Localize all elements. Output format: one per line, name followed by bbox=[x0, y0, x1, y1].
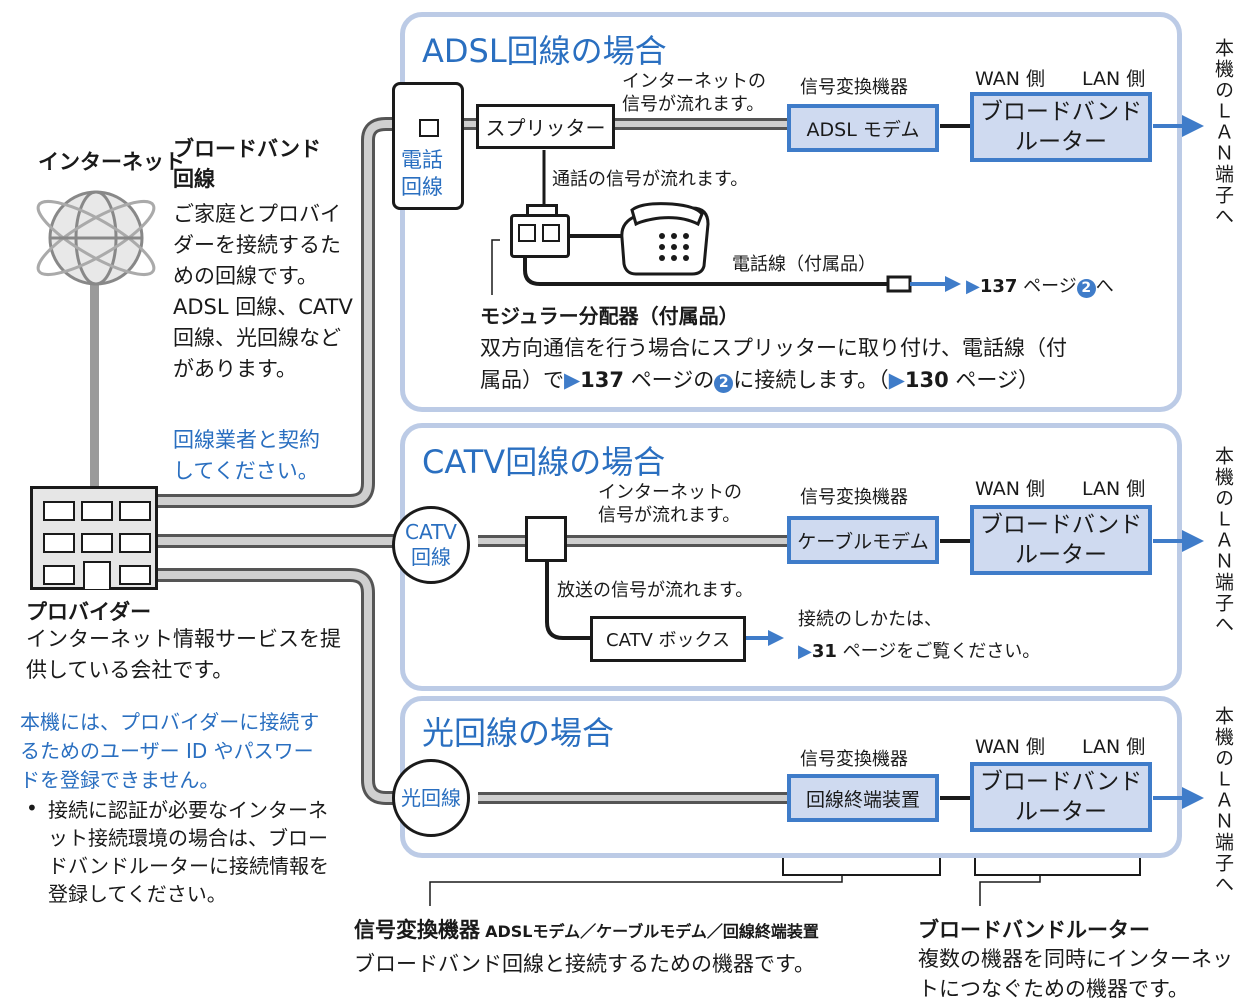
catv-converter-label: 信号変換機器 bbox=[800, 487, 908, 508]
telephone-icon bbox=[612, 200, 712, 276]
catv-wan-label: WAN 側 bbox=[975, 478, 1045, 500]
adsl-wan-label: WAN 側 bbox=[975, 68, 1045, 90]
bb-line-desc: ご家庭とプロバイダーを接続するための回線です。ADSL 回線、CATV 回線、光… bbox=[173, 202, 353, 381]
adsl-title: ADSL回線の場合 bbox=[422, 32, 667, 70]
hikari-line-label: 光回線 bbox=[401, 785, 461, 810]
cable-modem: ケーブルモデム bbox=[787, 516, 939, 564]
telephone-jack: 電話 回線 bbox=[392, 82, 464, 210]
provider-desc: インターネット情報サービスを提供している会社です。 bbox=[26, 627, 341, 682]
hikari-to-lan: 本機のＬＡＮ端子へ bbox=[1212, 706, 1234, 895]
catv-box: CATV ボックス bbox=[590, 616, 746, 662]
splitter-box: スプリッター bbox=[476, 104, 615, 149]
modular-splitter-icon bbox=[510, 204, 570, 258]
catv-title: CATV回線の場合 bbox=[422, 443, 666, 481]
adsl-internet-signal: インターネットの 信号が流れます。 bbox=[622, 71, 766, 115]
provider-title: プロバイダー bbox=[26, 600, 152, 624]
internet-globe-icon bbox=[22, 176, 170, 296]
adsl-to-lan: 本機のＬＡＮ端子へ bbox=[1212, 38, 1234, 227]
adsl-lan-label: LAN 側 bbox=[1082, 68, 1146, 90]
hikari-router: ブロードバンド ルーター bbox=[970, 762, 1152, 832]
call-signal-note: 通話の信号が流れます。 bbox=[552, 169, 749, 190]
bb-line-title: ブロードバンド 回線 bbox=[173, 137, 322, 191]
provider-warning: 本機には、プロバイダーに接続するためのユーザー ID やパスワードを登録できませ… bbox=[20, 710, 320, 792]
catv-line-label: CATV 回線 bbox=[405, 520, 457, 569]
bb-line-contract: 回線業者と契約してください。 bbox=[173, 428, 320, 483]
converter-footnote-title: 信号変換機器 ADSLモデム／ケーブルモデム／回線終端装置 bbox=[354, 918, 819, 942]
converter-footnote-desc: ブロードバンド回線と接続するための機器です。 bbox=[354, 952, 815, 976]
hikari-converter-label: 信号変換機器 bbox=[800, 749, 908, 770]
line-terminal: 回線終端装置 bbox=[787, 774, 939, 822]
catv-lan-label: LAN 側 bbox=[1082, 478, 1146, 500]
router-footnote-desc: 複数の機器を同時にインターネットにつなぐための機器です。 bbox=[918, 947, 1233, 1001]
internet-label: インターネット bbox=[38, 150, 185, 174]
catv-line-circle bbox=[392, 506, 470, 584]
adsl-router: ブロードバンド ルーター bbox=[970, 92, 1152, 162]
bullet-dot: • bbox=[26, 796, 38, 820]
hikari-line-circle bbox=[392, 759, 470, 837]
telephone-line-label: 電話 回線 bbox=[401, 148, 443, 199]
auth-note: 接続に認証が必要なインターネット接続環境の場合は、ブロードバンドルーターに接続情… bbox=[48, 798, 329, 906]
catv-internet-signal: インターネットの 信号が流れます。 bbox=[598, 482, 742, 526]
catv-router: ブロードバンド ルーター bbox=[970, 505, 1152, 575]
catv-connect-text-1: 接続のしかたは、 bbox=[798, 609, 942, 630]
provider-building-icon bbox=[30, 486, 158, 590]
broadcast-signal-note: 放送の信号が流れます。 bbox=[557, 580, 754, 601]
adsl-modem: ADSL モデム bbox=[787, 104, 939, 152]
modular-desc-line1: 双方向通信を行う場合にスプリッターに取り付け、電話線（付 bbox=[480, 336, 1067, 360]
router-footnote-title: ブロードバンドルーター bbox=[918, 918, 1151, 942]
catv-to-lan: 本機のＬＡＮ端子へ bbox=[1212, 446, 1234, 635]
catv-connect-text-2: ▶31 ページをご覧ください。 bbox=[798, 641, 1041, 662]
adsl-converter-label: 信号変換機器 bbox=[800, 77, 908, 98]
hikari-lan-label: LAN 側 bbox=[1082, 736, 1146, 758]
hikari-title: 光回線の場合 bbox=[422, 714, 615, 752]
modular-title: モジュラー分配器（付属品） bbox=[480, 304, 739, 328]
catv-splitter bbox=[525, 516, 567, 562]
jack-icon bbox=[419, 119, 439, 137]
hikari-wan-label: WAN 側 bbox=[975, 736, 1045, 758]
phone-cord-label: 電話線（付属品） bbox=[732, 254, 876, 275]
